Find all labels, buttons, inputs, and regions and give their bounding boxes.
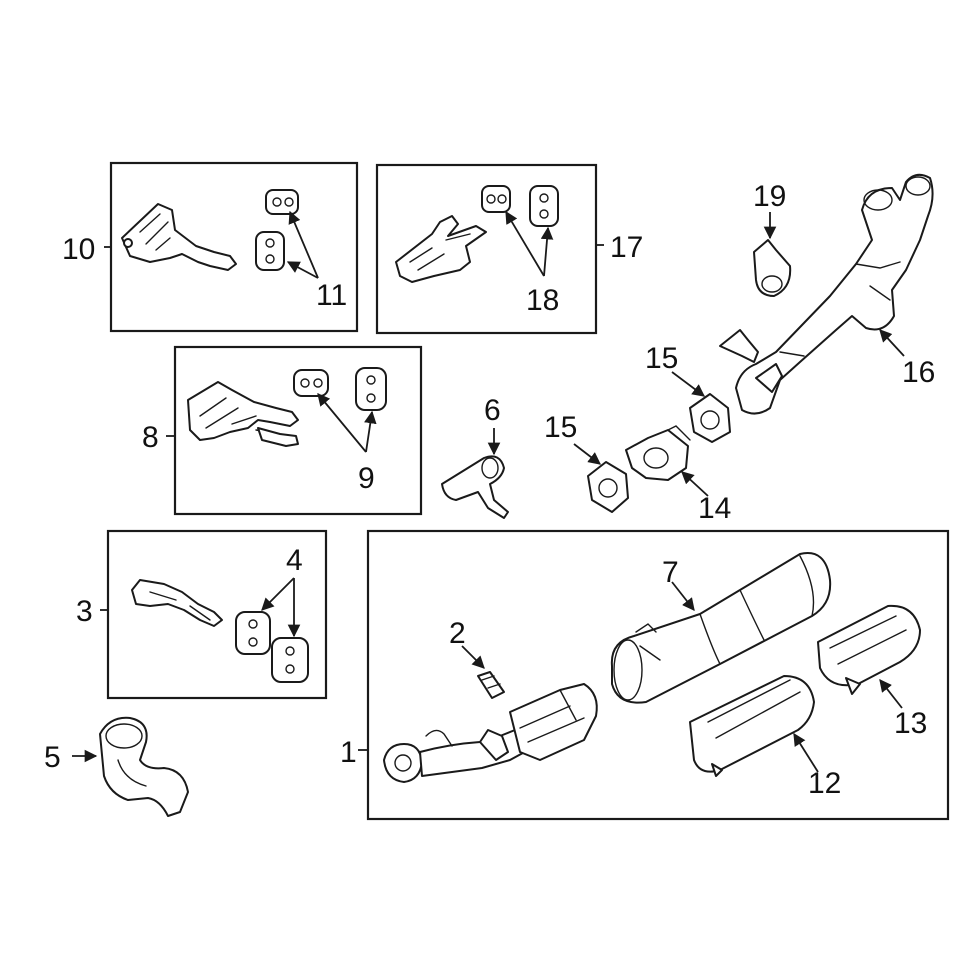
group-box-8 [166,345,423,516]
group-box-10 [104,161,359,333]
callout-7: 7 [662,556,679,589]
gasket-15-upper[interactable] [689,393,731,443]
callout-18: 18 [526,284,559,317]
muffler-7[interactable] [610,552,832,704]
callout-4: 4 [286,544,303,577]
sensor-19[interactable] [753,239,792,297]
callout-15-upper: 15 [645,342,678,375]
insulator-11a[interactable] [265,189,299,215]
heat-shield-12[interactable] [689,675,815,777]
callout-9: 9 [358,462,375,495]
callout-14: 14 [698,492,731,525]
insulator-9a[interactable] [293,369,329,397]
oxygen-sensor-2[interactable] [477,671,505,699]
insulator-9b[interactable] [355,367,387,411]
insulator-11b[interactable] [255,231,285,271]
hanger-bracket-17[interactable] [395,215,487,283]
callout-12: 12 [808,767,841,800]
heat-shield-13[interactable] [817,604,921,695]
callout-13: 13 [894,707,927,740]
callout-17: 17 [610,231,643,264]
group-box-3 [100,529,328,700]
callout-2: 2 [449,617,466,650]
gasket-15-lower[interactable] [587,461,629,513]
callout-15-lower: 15 [544,411,577,444]
callout-16: 16 [902,356,935,389]
callout-3: 3 [76,595,93,628]
insulator-4b[interactable] [271,637,309,683]
hanger-bracket-10[interactable] [121,203,237,271]
callout-10: 10 [62,233,95,266]
group-box-1 [358,529,950,821]
hanger-3[interactable] [131,579,223,627]
flange-14[interactable] [625,425,691,481]
callout-11: 11 [316,279,347,312]
insulator-18b[interactable] [529,185,559,227]
callout-6: 6 [484,394,501,427]
tailpipe-16[interactable] [719,173,934,415]
insulator-18a[interactable] [481,185,511,213]
inlet-pipe-5[interactable] [99,716,189,817]
callout-5: 5 [44,741,61,774]
bracket-6[interactable] [441,455,509,519]
callout-19: 19 [753,180,786,213]
callout-1: 1 [340,736,357,769]
group-box-17 [375,163,604,335]
front-pipe-catalytic-converter-1[interactable] [383,683,598,783]
hanger-bracket-8[interactable] [187,381,299,447]
insulator-4a[interactable] [235,611,271,655]
callout-8: 8 [142,421,159,454]
